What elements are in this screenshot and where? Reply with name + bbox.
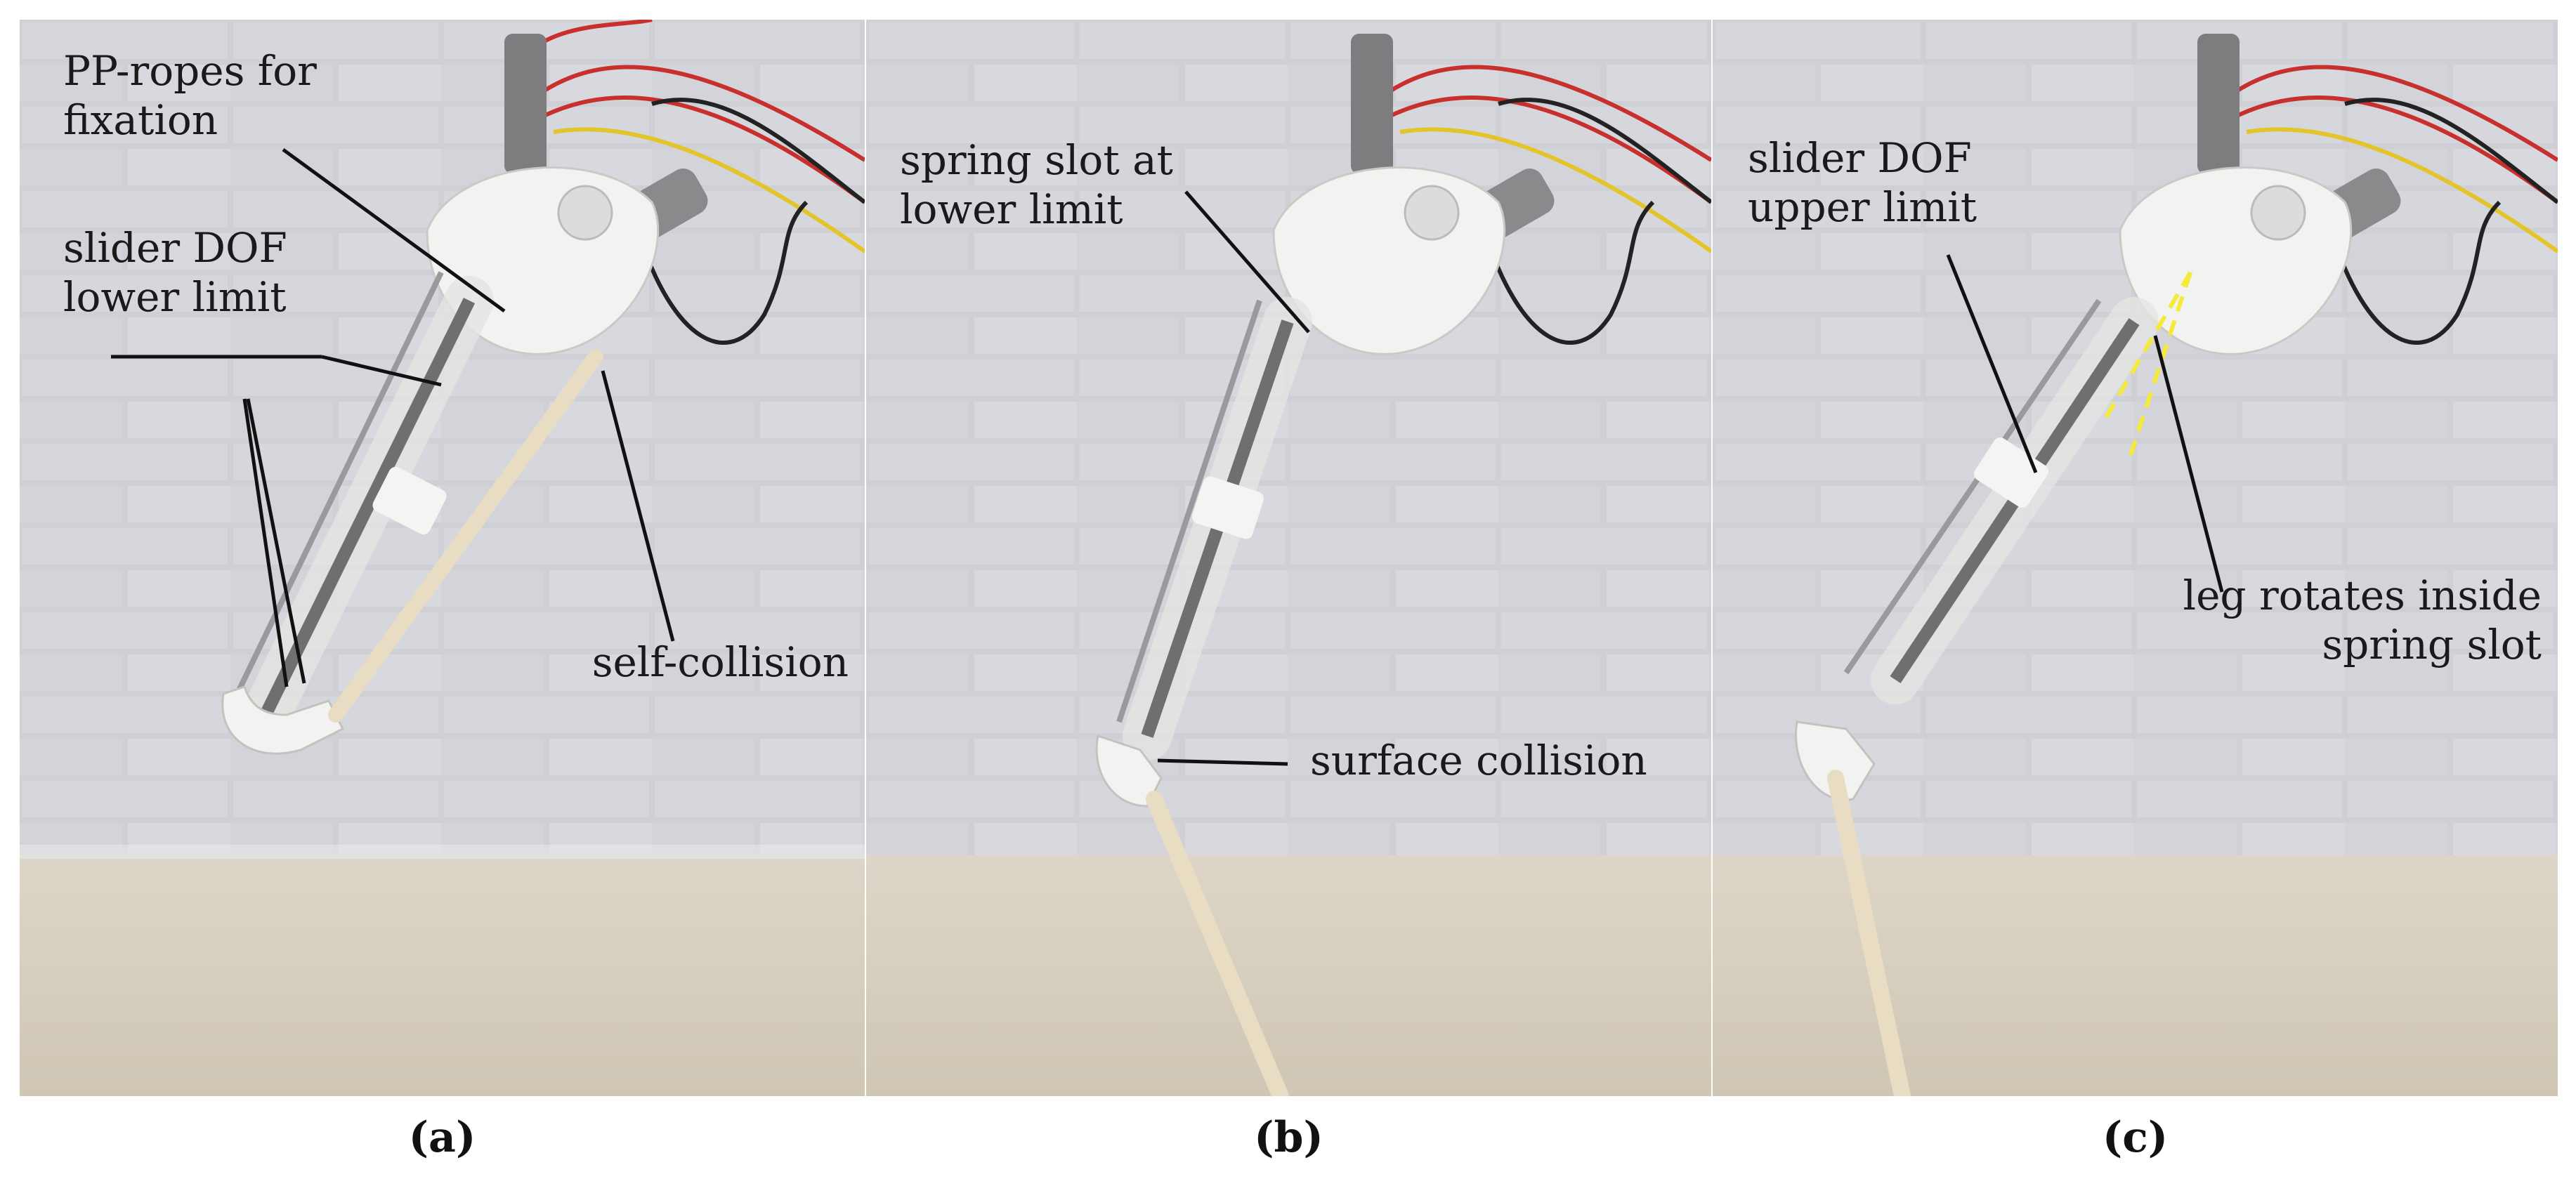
annotation-pp-ropes: PP-ropes for fixation (63, 47, 317, 144)
table-surface (1713, 855, 2558, 1096)
annotation-self-collision: self-collision (591, 638, 849, 686)
photo-panel-b: spring slot at lower limit surface colli… (866, 20, 1711, 1096)
motor-top (504, 34, 547, 174)
panel-label-b: (b) (1254, 1113, 1323, 1162)
table-surface (866, 855, 1711, 1096)
wires (2217, 65, 2558, 345)
panel-label-c: (c) (2102, 1113, 2169, 1162)
wires (1371, 65, 1711, 345)
photo-a-illustration (20, 20, 865, 1096)
annotation-surface-collision: surface collision (1310, 737, 1647, 784)
photo-b-illustration (866, 20, 1711, 1096)
rotation-indicator (2100, 271, 2192, 456)
leader-lines-b (1157, 190, 1310, 766)
annotation-slider-lower-limit: slider DOF lower limit (63, 224, 287, 321)
leg-rod (328, 349, 603, 723)
table-surface (20, 855, 865, 1096)
photo-c-illustration (1713, 20, 2558, 1096)
wires (516, 20, 865, 345)
leader-lines-a (111, 147, 675, 687)
leg-assembly (1795, 297, 2159, 1096)
leg-rod (1146, 791, 1289, 1096)
annotation-leg-rotates: leg rotates inside spring slot (2183, 572, 2542, 668)
leader-lines-c (1946, 254, 2224, 593)
leg-rod (1827, 770, 1911, 1096)
annotation-slider-upper-limit: slider DOF upper limit (1748, 134, 1977, 231)
panel-label-a: (a) (408, 1113, 476, 1162)
photo-panel-c: slider DOF upper limit leg rotates insid… (1713, 20, 2558, 1096)
annotation-spring-slot: spring slot at lower limit (900, 136, 1173, 233)
photo-panel-a: PP-ropes for fixation slider DOF lower l… (20, 20, 865, 1096)
leg-assembly (1095, 297, 1312, 1096)
